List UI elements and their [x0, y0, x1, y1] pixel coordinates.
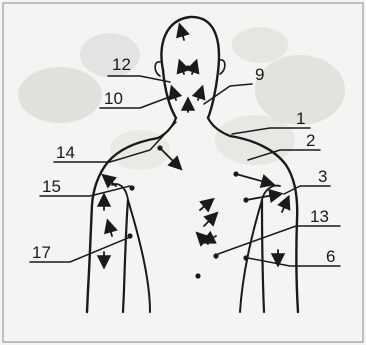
arrow — [192, 62, 196, 74]
arrow — [236, 174, 272, 184]
frame-border — [3, 3, 363, 342]
arrow — [172, 88, 176, 100]
label-15: 15 — [42, 177, 61, 196]
leader-9 — [204, 84, 252, 104]
label-6: 6 — [326, 247, 335, 266]
arrow — [204, 214, 216, 226]
arrow — [204, 236, 216, 242]
leader-13 — [218, 226, 340, 254]
label-10: 10 — [104, 89, 123, 108]
arrow — [200, 200, 212, 210]
arrow — [108, 222, 112, 236]
label-14: 14 — [56, 143, 75, 162]
leader-3 — [284, 186, 330, 194]
label-12: 12 — [112, 55, 131, 74]
label-17: 17 — [32, 243, 51, 262]
label-9: 9 — [255, 65, 264, 84]
arrow — [104, 176, 116, 186]
arrow — [180, 62, 184, 74]
marker-dots — [127, 65, 248, 278]
leader-12 — [108, 76, 170, 82]
label-3: 3 — [318, 167, 327, 186]
arrow — [198, 88, 202, 100]
arrow — [180, 26, 184, 40]
label-1: 1 — [296, 109, 305, 128]
label-13: 13 — [310, 207, 329, 226]
label-2: 2 — [306, 131, 315, 150]
arrow — [282, 198, 288, 212]
arrow — [198, 234, 208, 244]
